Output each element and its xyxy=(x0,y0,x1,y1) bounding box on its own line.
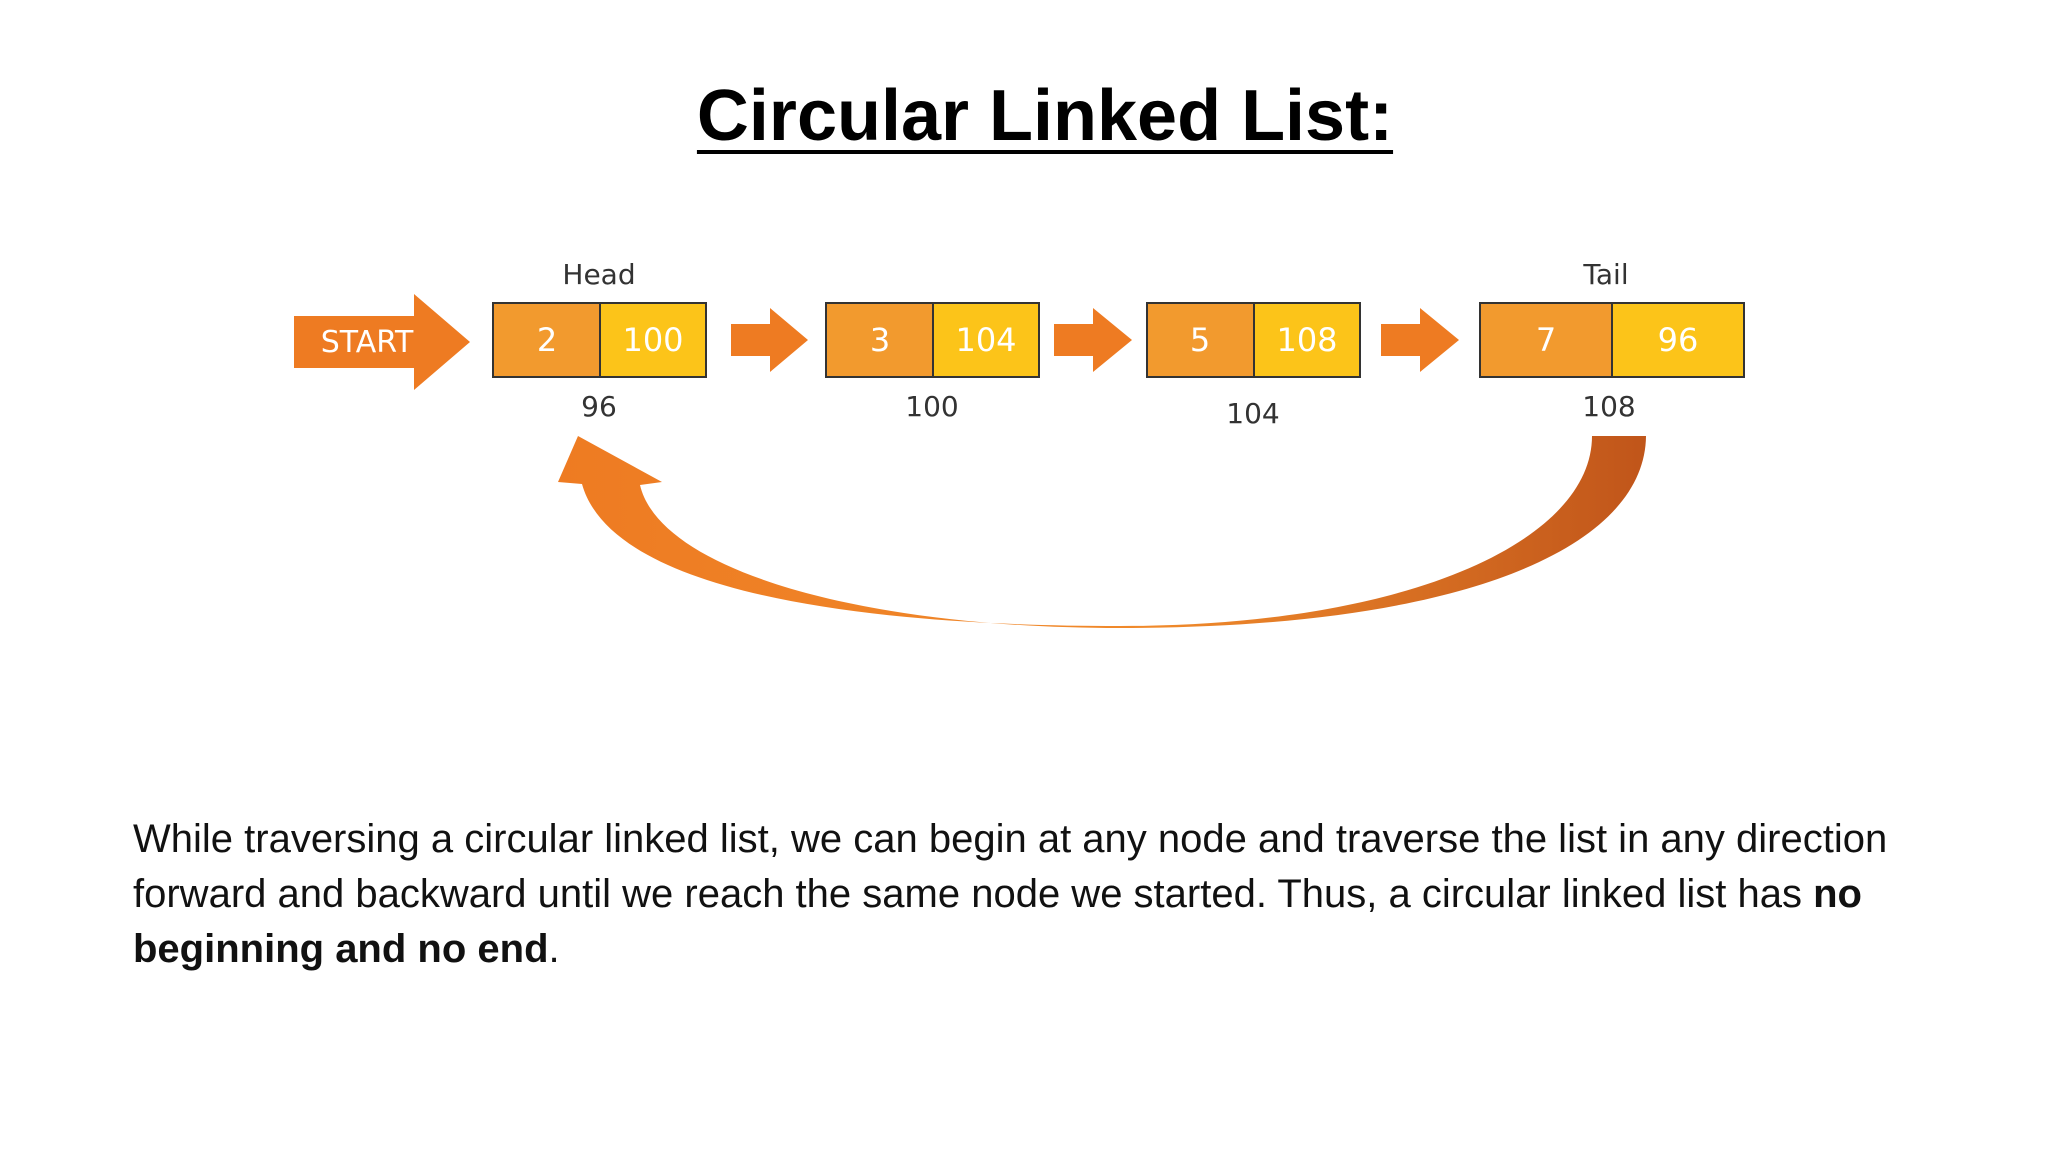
start-arrow: START xyxy=(294,294,470,390)
node-next-value: 108 xyxy=(1276,321,1337,359)
description-paragraph: While traversing a circular linked list,… xyxy=(133,812,1993,977)
node-next-cell xyxy=(932,302,1040,378)
node-address: 96 xyxy=(581,390,617,423)
list-node: 5 108 104 xyxy=(1146,302,1361,430)
list-node: 7 96 108 xyxy=(1479,302,1745,423)
slide-title-text: Circular Linked List: xyxy=(696,76,1394,156)
node-address: 100 xyxy=(905,390,958,423)
node-data-value: 2 xyxy=(537,321,557,359)
head-label: Head xyxy=(562,258,635,291)
next-arrow xyxy=(731,308,808,372)
node-next-cell xyxy=(1611,302,1745,378)
node-address: 104 xyxy=(1226,397,1279,430)
description-emphasis: no beginning and no end xyxy=(133,872,1862,971)
node-next-value: 104 xyxy=(955,321,1016,359)
node-data-value: 3 xyxy=(870,321,890,359)
description-text: While traversing a circular linked list,… xyxy=(133,817,1888,916)
list-node: 3 104 100 xyxy=(825,302,1040,423)
node-data-cell xyxy=(492,302,601,378)
slide-title: Circular Linked List: xyxy=(0,68,2048,164)
tail-label: Tail xyxy=(1582,258,1628,291)
next-arrow xyxy=(1054,308,1132,372)
node-data-cell xyxy=(1479,302,1613,378)
list-node: 2 100 96 xyxy=(492,302,707,423)
node-next-value: 96 xyxy=(1658,321,1699,359)
node-next-value: 100 xyxy=(622,321,683,359)
next-arrow xyxy=(1381,308,1459,372)
node-data-cell xyxy=(1146,302,1255,378)
node-data-cell xyxy=(825,302,934,378)
return-arrow xyxy=(558,436,1648,628)
description-suffix: . xyxy=(548,927,560,971)
node-data-value: 7 xyxy=(1536,321,1556,359)
node-address: 108 xyxy=(1582,390,1635,423)
start-label: START xyxy=(321,325,414,360)
node-next-cell xyxy=(599,302,707,378)
node-data-value: 5 xyxy=(1190,321,1210,359)
node-next-cell xyxy=(1253,302,1361,378)
